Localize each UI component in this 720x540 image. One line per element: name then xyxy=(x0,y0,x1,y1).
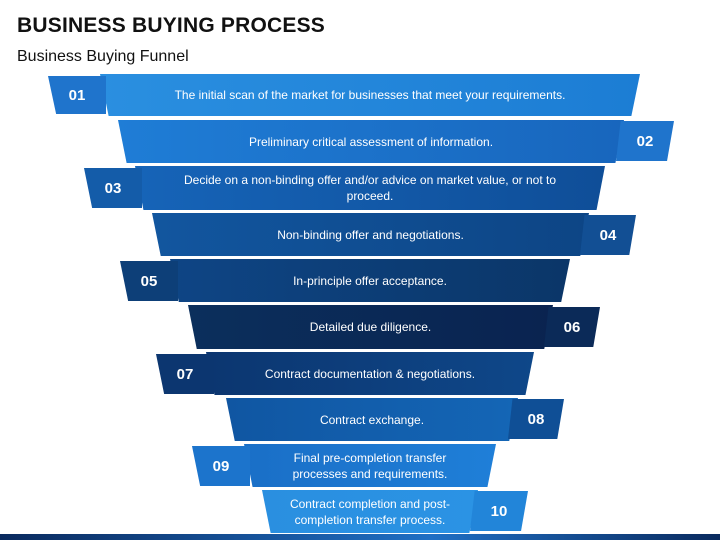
step-number-badge: 08 xyxy=(508,399,564,439)
step-number-badge: 07 xyxy=(156,354,214,394)
step-description: The initial scan of the market for busin… xyxy=(174,88,566,102)
step-number-badge: 03 xyxy=(84,168,142,208)
step-description: Non-binding offer and negotiations. xyxy=(277,227,464,242)
step-description: Contract completion and post-completion … xyxy=(289,496,451,527)
step-number-badge: 09 xyxy=(192,446,250,486)
step-description: Final pre-completion transfer processes … xyxy=(292,450,448,481)
step-description: Contract exchange. xyxy=(319,412,425,427)
step-description: Detailed due diligence. xyxy=(309,320,432,334)
step-description: Preliminary critical assessment of infor… xyxy=(248,134,494,149)
step-number-badge: 06 xyxy=(544,307,600,347)
funnel-band: Detailed due diligence. xyxy=(188,305,553,349)
page-title: BUSINESS BUYING PROCESS xyxy=(17,14,325,37)
funnel-band: In-principle offer acceptance. xyxy=(170,259,570,302)
page-subtitle: Business Buying Funnel xyxy=(17,48,189,65)
step-description: Contract documentation & negotiations. xyxy=(264,366,476,381)
funnel-band: Decide on a non-binding offer and/or adv… xyxy=(135,166,605,210)
funnel-band: Contract exchange. xyxy=(226,398,518,441)
funnel-band: Contract documentation & negotiations. xyxy=(206,352,534,395)
funnel-band: Final pre-completion transfer processes … xyxy=(244,444,496,487)
funnel-band: Preliminary critical assessment of infor… xyxy=(118,120,624,163)
step-description: In-principle offer acceptance. xyxy=(293,273,447,288)
funnel-band: The initial scan of the market for busin… xyxy=(100,74,640,116)
step-number-badge: 10 xyxy=(470,491,528,531)
step-description: Decide on a non-binding offer and/or adv… xyxy=(183,173,556,203)
step-number-badge: 04 xyxy=(580,215,636,255)
funnel-band: Non-binding offer and negotiations. xyxy=(152,213,589,256)
funnel-band: Contract completion and post-completion … xyxy=(262,490,478,533)
step-number-badge: 05 xyxy=(120,261,178,301)
bottom-accent-bar xyxy=(0,534,720,540)
step-number-badge: 02 xyxy=(616,121,674,161)
step-number-badge: 01 xyxy=(48,76,106,114)
